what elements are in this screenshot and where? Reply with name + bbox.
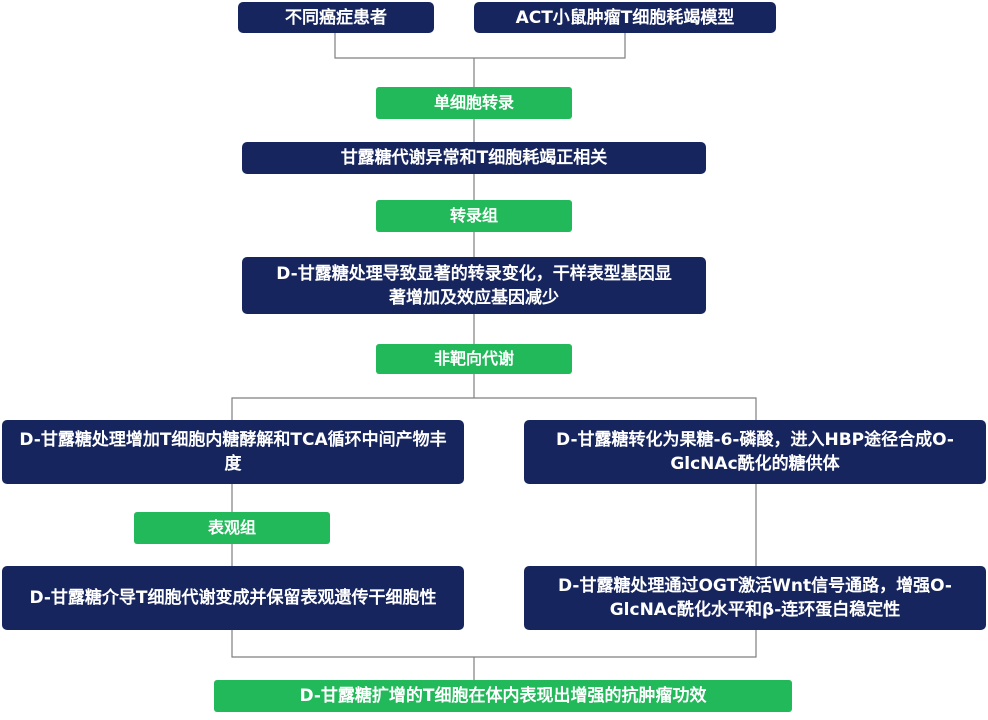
node-stemness: D-甘露糖介导T细胞代谢变成并保留表观遗传干细胞性 xyxy=(2,566,464,630)
node-glycolysis-tca: D-甘露糖处理增加T细胞内糖酵解和TCA循环中间产物丰度 xyxy=(2,420,464,484)
node-hbp-pathway: D-甘露糖转化为果糖-6-磷酸，进入HBP途径合成O-GlcNAc酰化的糖供体 xyxy=(524,420,986,484)
node-act-model: ACT小鼠肿瘤T细胞耗竭模型 xyxy=(474,2,776,33)
node-untargeted-metabolism: 非靶向代谢 xyxy=(376,344,572,374)
node-transcriptome: 转录组 xyxy=(376,200,572,232)
node-mannose-correlation: 甘露糖代谢异常和T细胞耗竭正相关 xyxy=(242,142,706,174)
node-wnt-ogt: D-甘露糖处理通过OGT激活Wnt信号通路，增强O-GlcNAc酰化水平和β-连… xyxy=(524,566,986,630)
node-patients: 不同癌症患者 xyxy=(238,2,434,33)
node-antitumor: D-甘露糖扩增的T细胞在体内表现出增强的抗肿瘤功效 xyxy=(214,680,792,712)
node-d-mannose-transcript: D-甘露糖处理导致显著的转录变化，干样表型基因显著增加及效应基因减少 xyxy=(242,257,706,314)
node-epigenome: 表观组 xyxy=(134,512,330,544)
node-scrna: 单细胞转录 xyxy=(376,87,572,119)
